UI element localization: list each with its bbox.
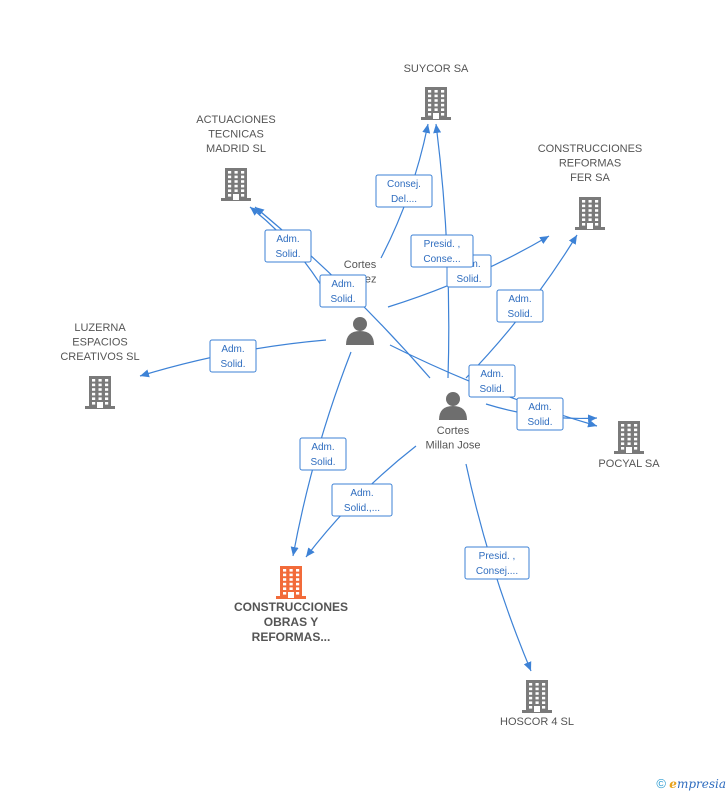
edge-role-text: Solid. [479,384,504,395]
edge-role-label[interactable]: Adm. Solid.,... [331,483,393,517]
building-icon [522,680,552,713]
edge-role-text: Consej. [387,179,421,190]
node-label: CREATIVOS SL [60,351,139,363]
edge-role-label[interactable]: Adm. Solid. [516,397,564,431]
edge-role-box [375,174,433,208]
edge-role-text: Adm. [331,279,354,290]
node-label: Cortes [437,425,470,437]
node-label: FER SA [570,172,610,184]
edge-role-label[interactable]: Adm. Solid. [468,364,516,398]
edge-role-text: Conse... [423,254,460,265]
edge-role-label[interactable]: Adm. Solid. [299,437,347,471]
edge-role-label[interactable]: Consej. Del.... [375,174,433,208]
node-hoscor[interactable]: HOSCOR 4 SL [500,680,574,728]
building-icon [85,376,115,409]
edge-role-box [496,289,544,323]
person-icon [346,317,374,345]
building-icon [575,197,605,230]
node-fer[interactable]: CONSTRUCCIONES REFORMAS FER SA [538,143,643,230]
copyright-icon: © [656,776,666,791]
person-icon [439,392,467,420]
node-suycor[interactable]: SUYCOR SA [404,63,469,120]
edge-role-text: Adm. [350,488,373,499]
edge-role-text: Solid. [527,417,552,428]
edge-role-text: Solid. [275,249,300,260]
node-label: REFORMAS [559,158,621,170]
edge-role-text: Solid. [220,359,245,370]
node-label: LUZERNA [74,322,126,334]
edge-role-label[interactable]: Presid. , Consej.... [464,546,530,580]
edge-role-text: Adm. [276,234,299,245]
edge-labels-layer: Adm. Solid. Consej. Del.... Adm. Solid. Adm. So… [209,174,564,580]
node-label: HOSCOR 4 SL [500,716,574,728]
node-label: REFORMAS... [252,630,331,644]
node-label: MADRID SL [206,143,266,155]
edge-role-label[interactable]: Presid. , Conse... [410,234,474,268]
edge-role-label[interactable]: Adm. Solid. [496,289,544,323]
edge-role-text: Adm. [480,369,503,380]
node-label: ACTUACIONES [196,114,275,126]
edge-role-text: Solid. [456,274,481,285]
edge-role-label[interactable]: Adm. Solid. [209,339,257,373]
edge-role-box [264,229,312,263]
node-label: ESPACIOS [72,337,127,349]
edge-role-box [319,274,367,308]
node-pocyal[interactable]: POCYAL SA [598,421,660,470]
edge-role-text: Del.... [391,194,417,205]
edge-role-text: Presid. , [479,551,516,562]
node-label: OBRAS Y [264,615,318,629]
edge-role-text: Adm. [508,294,531,305]
node-label: Millan Jose [425,440,480,452]
node-label: SUYCOR SA [404,63,469,75]
building-icon [221,168,251,201]
node-actuaciones[interactable]: ACTUACIONES TECNICAS MADRID SL [196,114,276,201]
edge-role-box [410,234,474,268]
edge-role-text: Consej.... [476,566,518,577]
edge-role-text: Solid. [310,457,335,468]
edge-role-text: Presid. , [424,239,461,250]
edge-role-box [299,437,347,471]
edge-role-label[interactable]: Adm. Solid. [319,274,367,308]
edge-role-box [209,339,257,373]
node-label: CONSTRUCCIONES [234,600,348,614]
edge-role-text: Adm. [221,344,244,355]
edge-role-text: Adm. [311,442,334,453]
edge-role-label[interactable]: Adm. Solid. [264,229,312,263]
edge-role-box [464,546,530,580]
node-luzerna[interactable]: LUZERNA ESPACIOS CREATIVOS SL [60,322,140,409]
building-icon [614,421,644,454]
empresia-watermark: © empresia [656,776,726,791]
edge-role-box [516,397,564,431]
edge-role-text: Solid. [330,294,355,305]
edge-role-box [331,483,393,517]
node-label: TECNICAS [208,129,264,141]
edge-role-text: Solid.,... [344,503,380,514]
node-label: POCYAL SA [598,458,660,470]
building-icon [276,566,306,599]
node-label: Cortes [344,259,377,271]
edge-role-box [468,364,516,398]
brand-logo: empresia [669,777,726,791]
building-icon [421,87,451,120]
edge-role-text: Solid. [507,309,532,320]
node-label: CONSTRUCCIONES [538,143,643,155]
edge-role-text: Adm. [528,402,551,413]
nodes-layer: SUYCOR SA ACTUACIONES TECNICAS MADRID SL CON… [60,63,660,728]
